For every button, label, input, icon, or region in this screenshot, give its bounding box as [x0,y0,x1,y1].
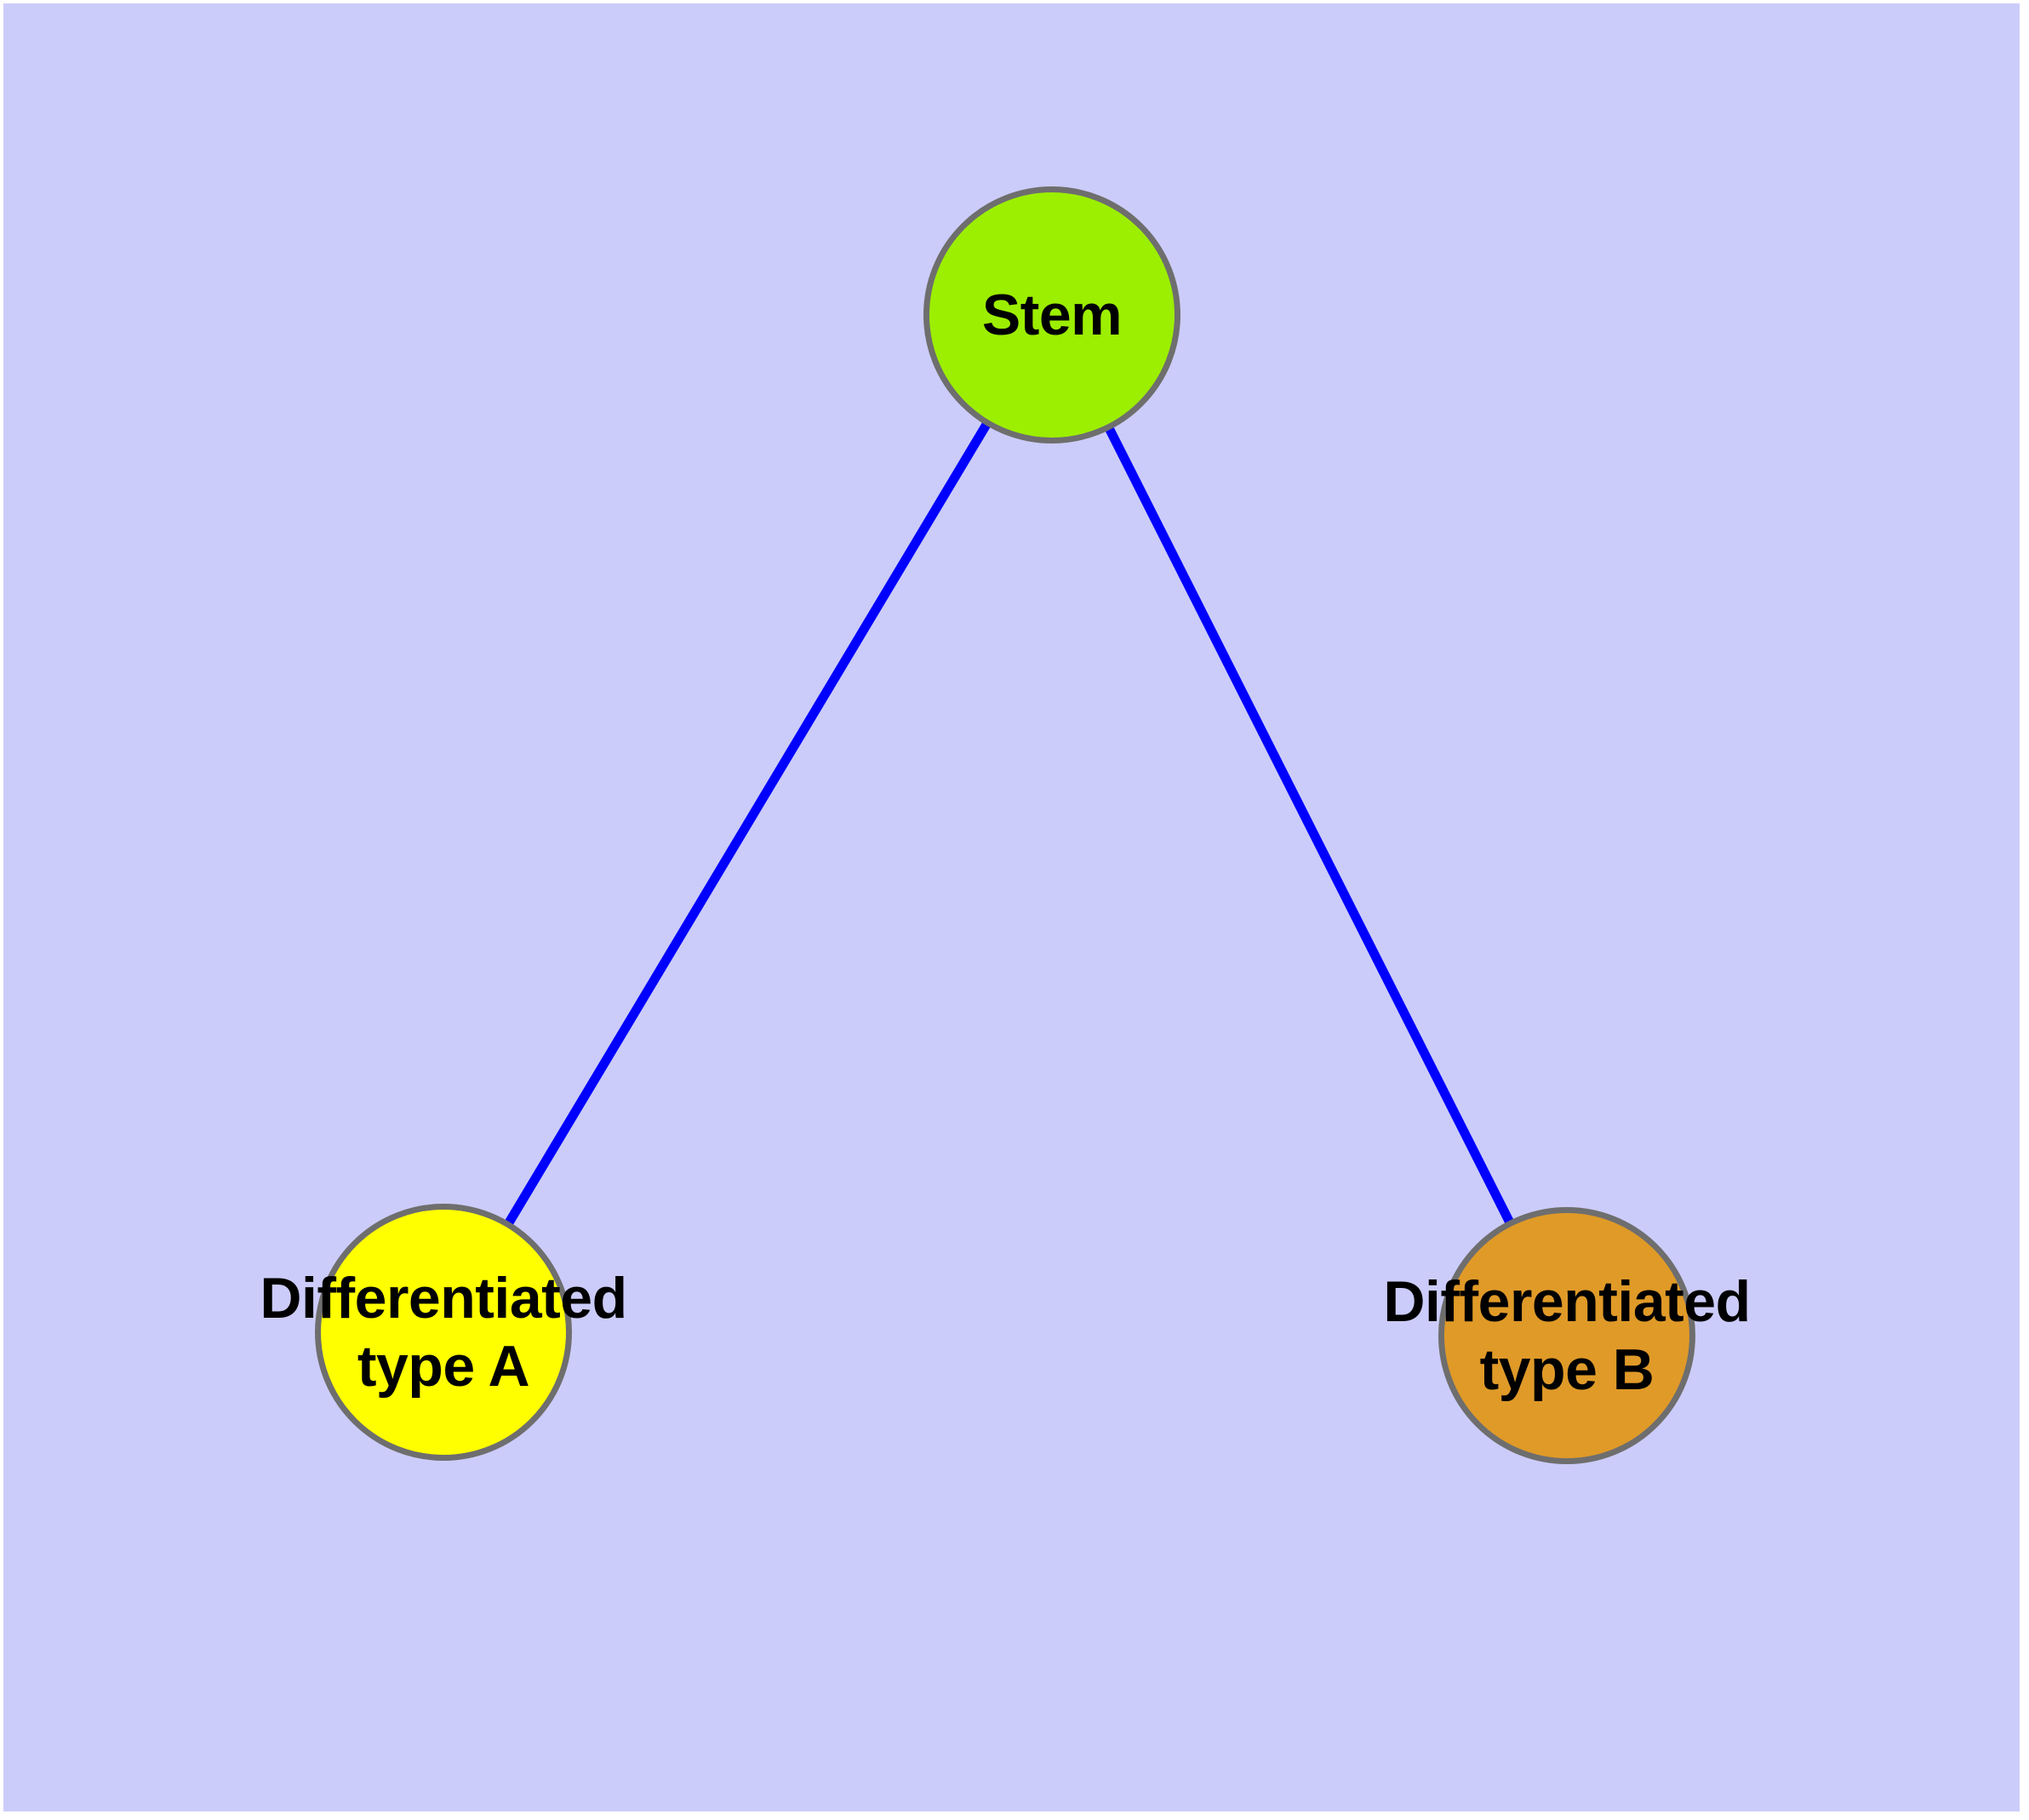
graph-edge-stem-to-b[interactable] [1048,312,1571,1338]
node-layer [315,186,1695,1464]
graph-node-diff_a[interactable] [315,1204,572,1461]
graph-node-diff_b[interactable] [1438,1207,1695,1464]
edge-layer [439,312,1571,1338]
graph-edge-stem-to-a[interactable] [439,312,1056,1335]
graph-node-stem[interactable] [923,186,1180,444]
